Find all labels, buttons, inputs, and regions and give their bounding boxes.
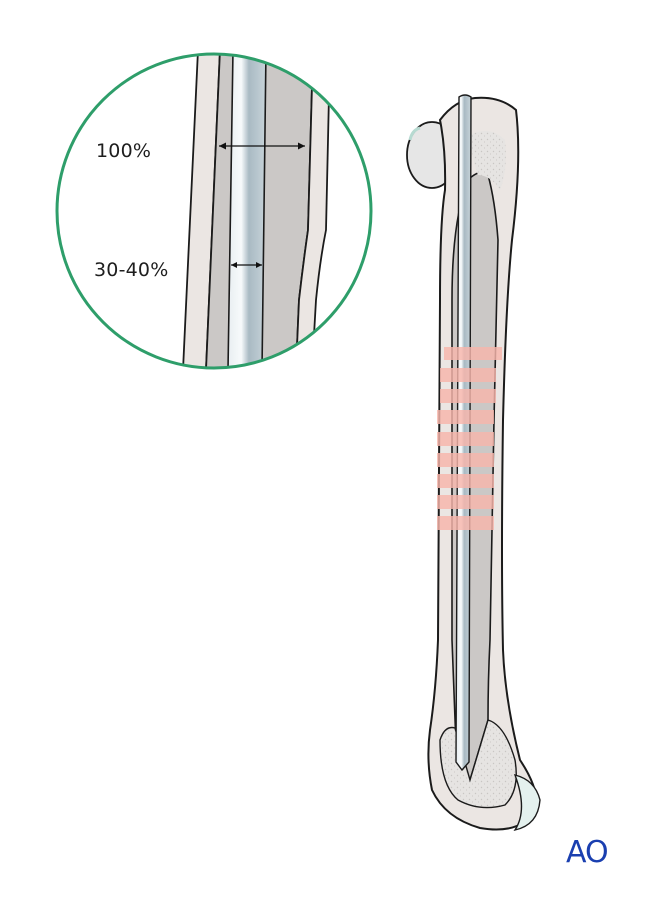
highlight-band xyxy=(437,453,494,467)
highlight-band xyxy=(444,347,502,360)
highlight-band xyxy=(440,389,496,403)
ao-logo: AO xyxy=(566,835,609,870)
isthmus-highlight xyxy=(437,347,502,530)
magnified-view xyxy=(55,52,373,370)
magnifier-circle xyxy=(55,52,373,370)
label-nail-width: 30-40% xyxy=(94,259,169,281)
highlight-band xyxy=(437,516,494,530)
highlight-band xyxy=(440,368,496,382)
label-full-width: 100% xyxy=(96,140,152,162)
highlight-band xyxy=(437,495,494,509)
highlight-band xyxy=(437,474,494,488)
highlight-band xyxy=(437,410,494,424)
highlight-band xyxy=(437,432,494,446)
